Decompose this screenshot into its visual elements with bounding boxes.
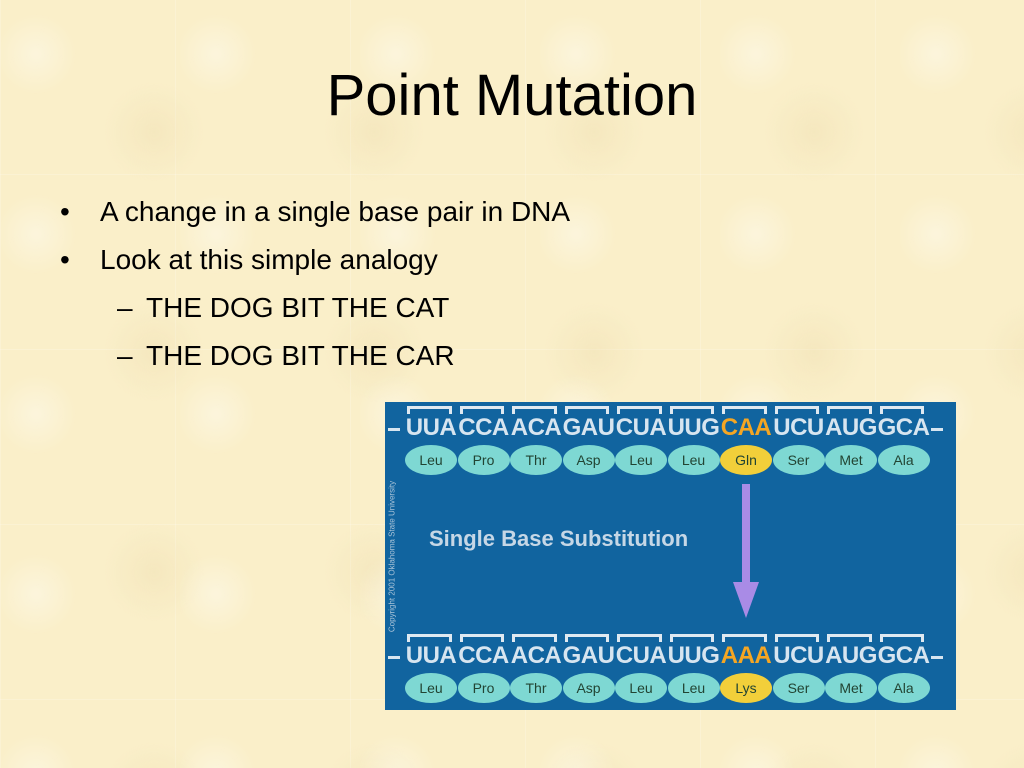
codon: GAU	[562, 642, 615, 669]
amino-acid: Met	[825, 673, 877, 703]
highlighted-amino-acid: Gln	[720, 445, 772, 475]
codon-bracket	[564, 406, 609, 414]
down-arrow-icon	[733, 484, 759, 618]
slide-title: Point Mutation	[326, 63, 698, 128]
amino-acid: Leu	[615, 445, 667, 475]
codon: UCU	[773, 642, 824, 669]
codon-bracket	[617, 406, 662, 414]
codon: UUG	[667, 414, 720, 441]
codon-bracket	[774, 406, 819, 414]
amino-acid: Ala	[877, 445, 930, 475]
amino-acid: Asp	[562, 673, 615, 703]
highlighted-codon: AAA	[720, 642, 772, 669]
codon: UUA	[405, 642, 457, 669]
amino-acid: Leu	[405, 673, 457, 703]
codon-bracket	[512, 634, 557, 642]
strand-end-mark	[388, 428, 400, 431]
sub-bullet-item: THE DOG BIT THE CAT	[60, 284, 570, 332]
bullet-item: A change in a single base pair in DNA	[60, 188, 570, 236]
strand-end-mark	[931, 428, 943, 431]
amino-acid: Thr	[510, 673, 562, 703]
codon-bracket	[722, 634, 767, 642]
codon: CCA	[458, 642, 509, 669]
diagram-caption: Single Base Substitution	[429, 526, 689, 551]
codon-bracket	[407, 634, 452, 642]
codon: ACA	[510, 642, 562, 669]
highlighted-codon: CAA	[720, 414, 772, 441]
amino-acid: Thr	[510, 445, 562, 475]
codon-bracket	[879, 406, 924, 414]
codon: AUG	[825, 414, 877, 441]
strand-end-mark	[931, 656, 943, 659]
codon: CUA	[615, 414, 667, 441]
amino-acid: Leu	[405, 445, 457, 475]
codon: GCA	[877, 414, 930, 441]
amino-acid: Leu	[667, 673, 720, 703]
codon: CUA	[615, 642, 667, 669]
amino-acid: Pro	[457, 445, 510, 475]
codon: GCA	[877, 642, 930, 669]
codon-bracket	[827, 634, 872, 642]
amino-acid: Pro	[457, 673, 510, 703]
amino-acid: Ala	[877, 673, 930, 703]
codon-bracket	[617, 634, 662, 642]
sub-bullet-item: THE DOG BIT THE CAR	[60, 332, 570, 380]
codon-bracket	[564, 634, 609, 642]
amino-acid: Ser	[772, 445, 825, 475]
codon: UUG	[667, 642, 720, 669]
amino-acid: Met	[825, 445, 877, 475]
amino-acid: Ser	[772, 673, 825, 703]
strand-end-mark	[388, 656, 400, 659]
codon: ACA	[510, 414, 562, 441]
codon-bracket	[879, 634, 924, 642]
bullet-item: Look at this simple analogy	[60, 236, 570, 284]
codon: CCA	[458, 414, 509, 441]
bullet-list: A change in a single base pair in DNA Lo…	[60, 188, 570, 380]
codon-bracket	[512, 406, 557, 414]
mutation-diagram: Copyright 2001 Oklahoma State University…	[385, 402, 956, 710]
codon-bracket	[459, 406, 504, 414]
codon-bracket	[669, 406, 714, 414]
highlighted-amino-acid: Lys	[720, 673, 772, 703]
amino-acid: Leu	[615, 673, 667, 703]
codon-bracket	[407, 406, 452, 414]
codon-bracket	[669, 634, 714, 642]
codon-bracket	[722, 406, 767, 414]
codon: AUG	[825, 642, 877, 669]
codon-bracket	[827, 406, 872, 414]
codon: UCU	[773, 414, 824, 441]
codon-bracket	[774, 634, 819, 642]
amino-acid: Asp	[562, 445, 615, 475]
codon: GAU	[562, 414, 615, 441]
amino-acid: Leu	[667, 445, 720, 475]
codon-bracket	[459, 634, 504, 642]
codon: UUA	[405, 414, 457, 441]
